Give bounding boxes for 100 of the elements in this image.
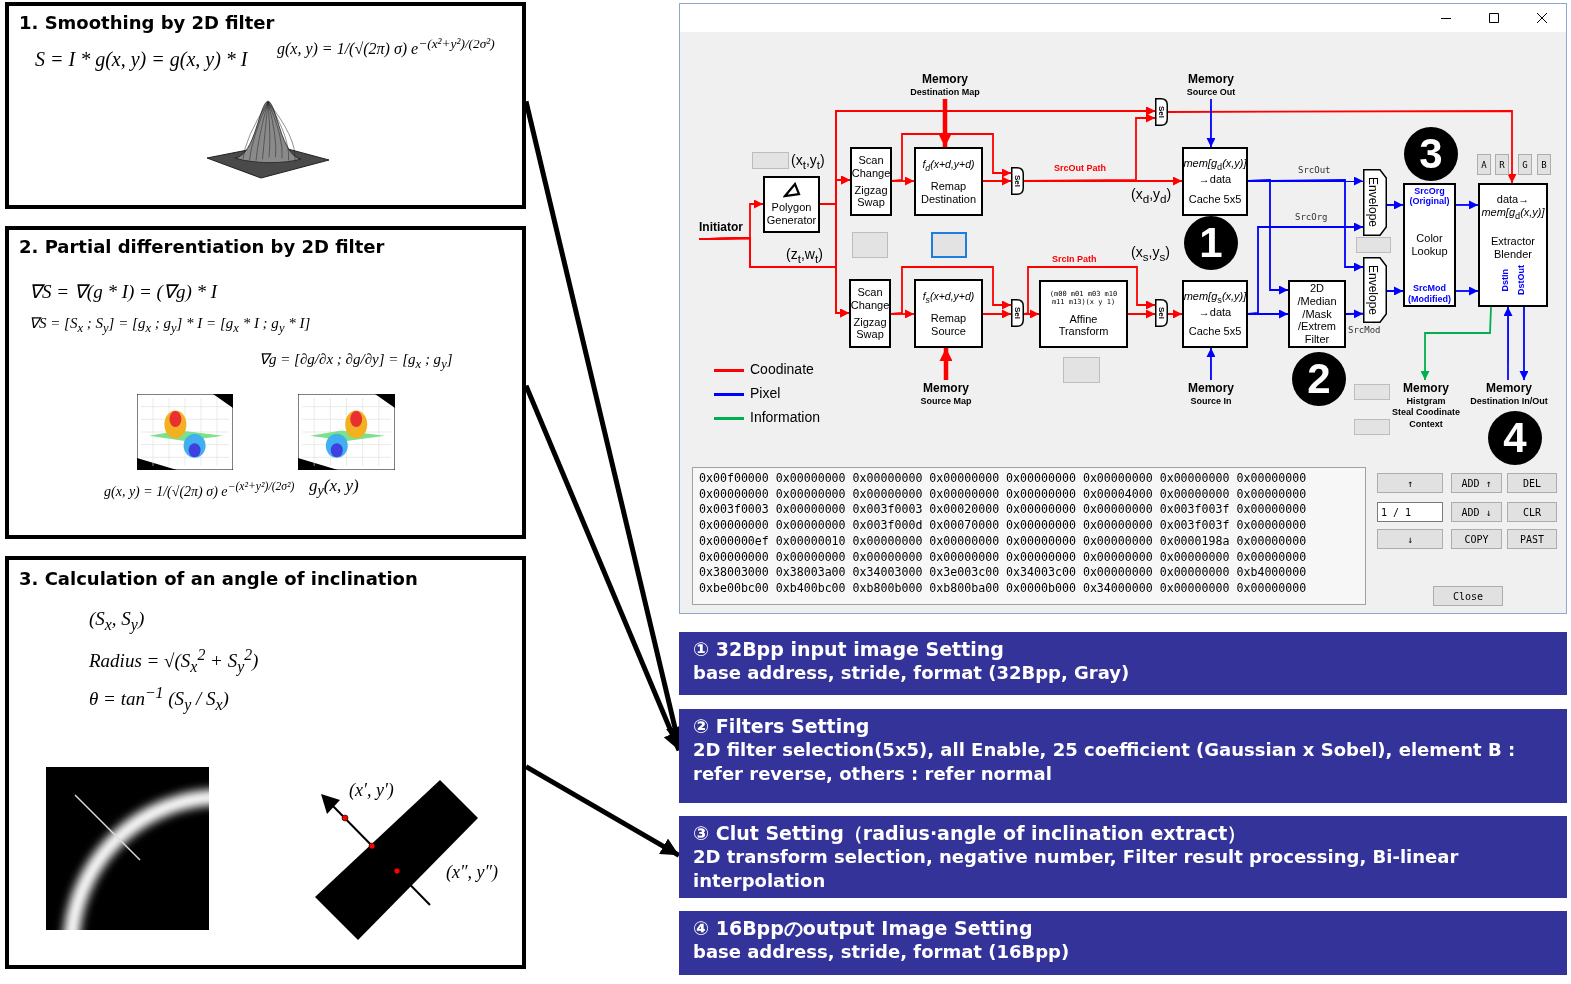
setting-banner [679,709,1567,803]
formula: f$_{d}$(x+d,y+d) [922,157,975,173]
banner-heading: ③ Clut Setting（radius·angle of inclination extract） [693,821,1248,845]
memory-label: Steal Coodinate [1392,407,1460,418]
process-label: Cache 5x5 [1188,193,1242,206]
formula: g(x, y) = 1/(√(2π) σ) e$^{−(x²+y²)/(2σ²)}$ [277,36,495,59]
arrow [938,99,952,147]
process-box [914,279,983,348]
selector-label: Sel [1157,307,1166,319]
arrow [891,133,1012,182]
button: PAST [1507,529,1557,549]
formula: data→ mem[g$_{d}$(x,y)] [1481,193,1545,222]
selector-label: Sel [1013,307,1022,319]
process-label: Remap Destination [919,180,977,206]
arrow [1247,179,1289,295]
point-label: (x″, y″) [446,862,498,883]
step-badge [1488,411,1542,465]
button: CLR [1507,502,1557,522]
formula: Radius = √(S$_{x}$$^{2}$ + S$_{y}$$^{2}$) [89,646,259,677]
banner-heading: ④ 16Bppのoutput Image Setting [693,916,1034,940]
memory-label: Destination In/Out [1470,396,1548,408]
memory-label: Memory [1403,380,1449,396]
arrow [1503,306,1513,381]
process-box [1478,183,1548,307]
setting-banner [679,816,1567,898]
process-box [1039,280,1128,348]
banner-text: 2D transform selection, negative number, Filter result processing, Bi-linear interpolation [693,845,1460,893]
arrow [1127,309,1156,319]
formula: ∇g = [∂g/∂x ; ∂g/∂y] = [g$_{x}$ ; g$_{y}$] [259,350,453,372]
process-label: Scan Change [851,154,891,180]
envelope-label: Envelope [1366,177,1380,228]
memory-label: Source In [1190,396,1232,408]
hex-row-text: 0x38003000 0x38003a00 0x34003000 0x3e003c00 0x34003c00 0x00000000 0x00000000 0xb4000000 [699,565,1308,581]
process-label: Extractor Blender [1490,235,1536,261]
channel-button: G [1518,154,1532,175]
formula: S = I * g(x, y) = g(x, y) * I [35,48,248,71]
hex-row-text: 0x00000000 0x00000000 0x003f000d 0x00070000 0x00000000 0x00000000 0x003f003f 0x00000000 [699,518,1308,534]
formula: (S$_{x}$, S$_{y}$) [89,608,145,634]
memory-label: Context [1409,418,1443,430]
button: ADD ↓ [1451,502,1502,522]
process-box [1182,280,1248,348]
text-area [692,467,1366,605]
panel-heading: 3. Calculation of an angle of inclination [19,568,418,589]
step-badge [1404,127,1458,181]
arrow [1023,266,1156,315]
arrow [1206,347,1216,381]
process-label: Affine Transform [1057,312,1110,339]
step-number: 3 [1419,130,1443,178]
formula: mem[g$_{d}$(x,y)] →data [1183,157,1247,186]
legend-label: Information [750,409,821,425]
setting-banner [679,632,1567,695]
button: ↑ [1377,473,1443,493]
port-label: DstIn [1500,269,1511,292]
arrow [1345,309,1364,319]
banner-text: 2D filter selection(5x5), all Enable, 25 coefficient (Gaussian x Sobel), element B : refer reverse, others : refer normal [693,738,1517,786]
page-field: 1 / 1 [1377,502,1443,522]
arrow [1420,306,1492,381]
coordinate-label: (x$_{d}$,y$_{d}$) [1131,186,1172,205]
arrow [1455,200,1479,210]
memory-label: Memory [1486,380,1532,396]
step-number: 1 [1199,219,1223,267]
banner-text: base address, stride, format (32Bpp, Gray) [693,661,1131,685]
process-label: Polygon Generator [766,201,817,227]
process-label: Remap Source [929,312,968,338]
process-label: 2D /Median /Mask /Extrem Filter [1296,282,1338,346]
point-label: (x′, y′) [349,780,394,801]
arrow [982,309,1012,319]
legend-label: Pixel [750,385,781,401]
legend-label: Coodinate [750,361,814,377]
memory-label: Source Out [1186,87,1236,99]
formula: g(x, y) = 1/(√(2π) σ) e$^{−(x²+y²)/(2σ²)}$ [104,480,295,500]
channel-button: A [1477,154,1491,175]
selector-label: Sel [1157,106,1166,118]
arrow [524,764,681,858]
process-label: Scan Change [850,286,890,312]
arrow [1167,110,1517,184]
setting-banner [679,911,1567,975]
process-box [1182,147,1248,216]
edge-label: SrcIn Path [1050,254,1099,264]
memory-label: Destination Map [910,87,980,99]
port-label: DstOut [1516,265,1527,295]
port-label: SrcMod (Modified) [1408,283,1451,304]
memory-label: Histgram [1406,395,1446,407]
formula: g$_{y}$(x, y) [309,476,359,500]
process-label: Cache 5x5 [1188,325,1242,338]
button: ↓ [1377,529,1443,549]
arrow [1519,306,1529,381]
panel-heading: 1. Smoothing by 2D filter [19,12,275,33]
hex-row-text: 0x00f00000 0x00000000 0x00000000 0x00000000 0x00000000 0x00000000 0x00000000 0x00000000 [699,471,1308,487]
process-box [849,279,891,348]
process-label: Zigzag Swap [854,183,888,209]
memory-label: Memory [922,71,968,87]
selector-label: Sel [1013,175,1022,187]
arrow [1206,98,1216,148]
hex-row-text: 0x003f0003 0x00000000 0x003f0003 0x00020000 0x00000000 0x00000000 0x003f003f 0x00000000 [699,502,1308,519]
formula-panel [5,226,526,539]
arrow [523,384,682,752]
panel-heading: 2. Partial differentiation by 2D filter [19,236,385,257]
process-box [850,147,892,216]
coordinate-label: (x$_{s}$,y$_{s}$) [1131,244,1170,263]
